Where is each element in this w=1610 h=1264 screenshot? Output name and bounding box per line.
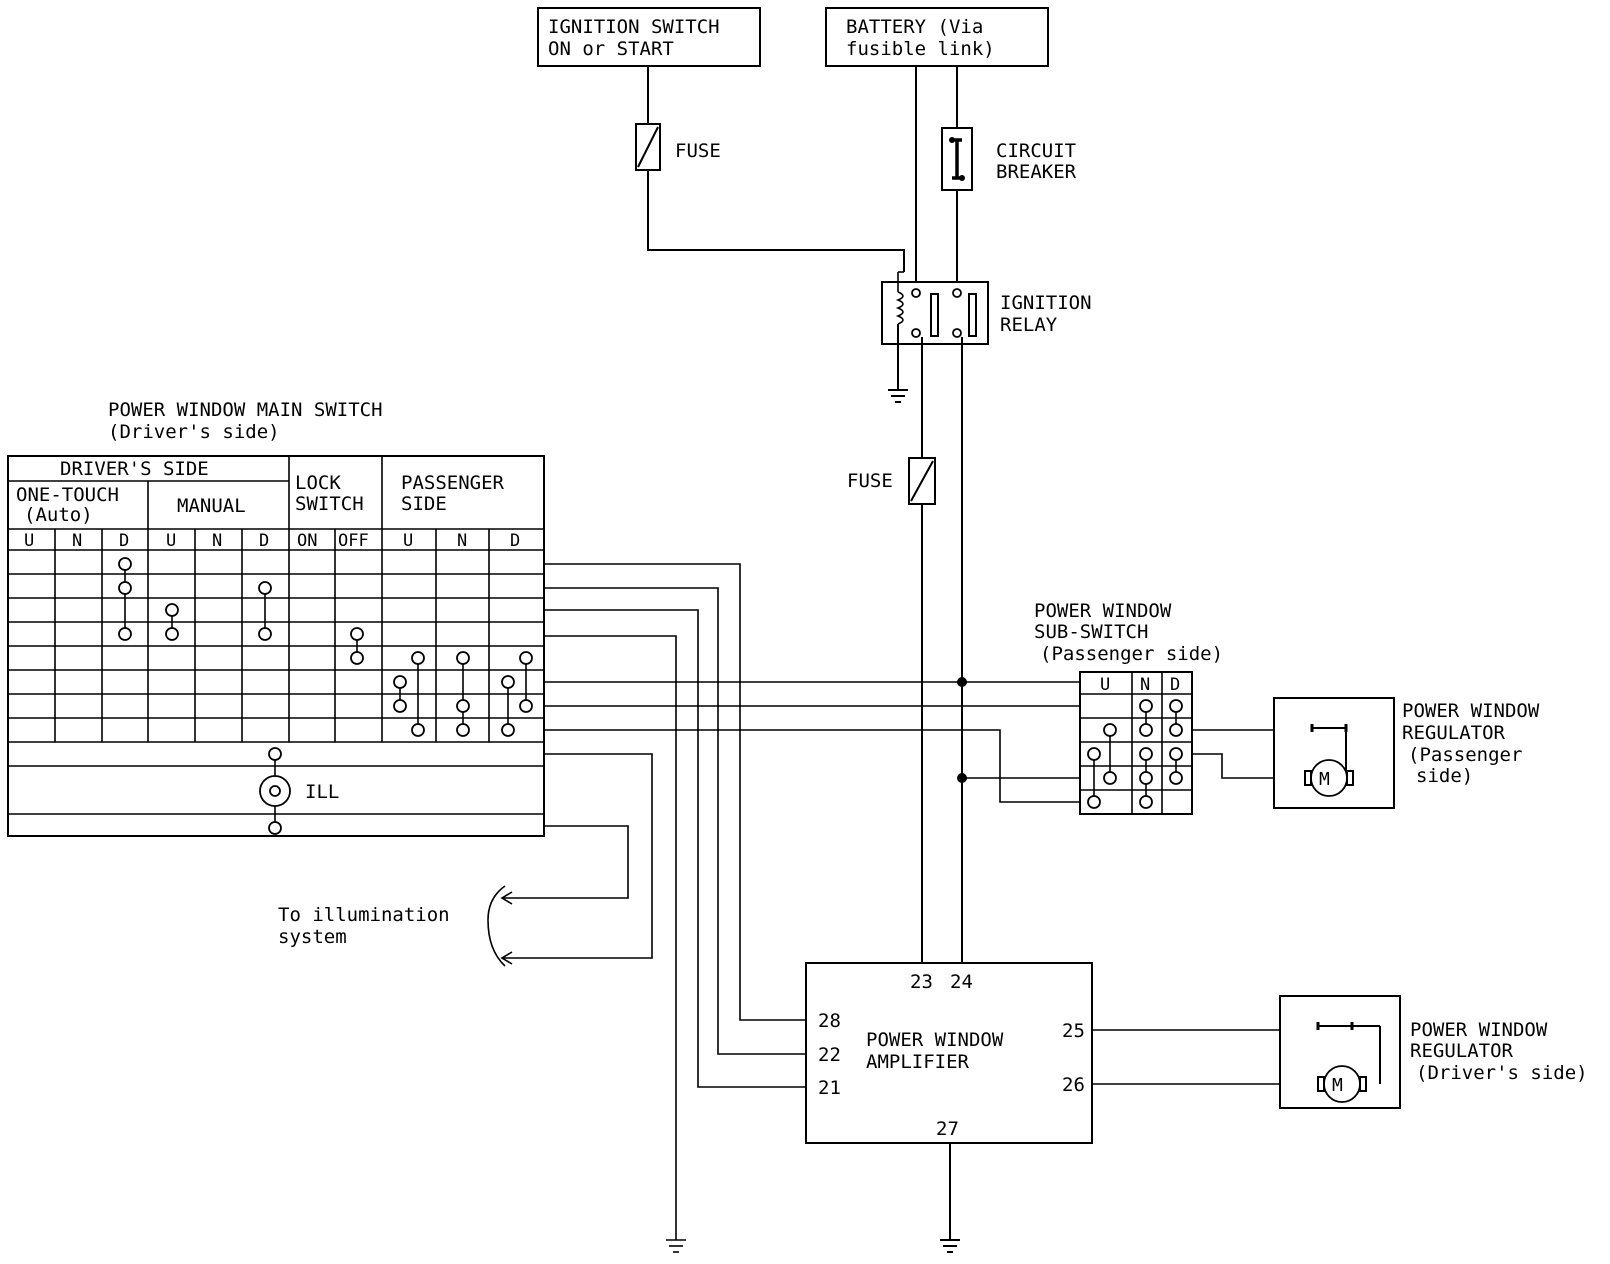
position-label: N: [212, 531, 222, 551]
circuit-breaker-label-line1: CIRCUIT: [996, 140, 1076, 162]
relay-ground: [888, 324, 908, 403]
regulator-passenger: M POWER WINDOW REGULATOR (Passenger side…: [1273, 697, 1540, 809]
ill-label: ILL: [305, 781, 339, 803]
terminal-28: 28: [818, 1010, 841, 1032]
passenger-side-header-line2: SIDE: [401, 493, 447, 515]
position-label: N: [72, 531, 82, 551]
sub-switch-title-line1: POWER WINDOW: [1034, 600, 1172, 622]
main-switch-to-amplifier-wires: [544, 563, 806, 1253]
sub-switch-title-line2: SUB-SWITCH: [1034, 621, 1148, 643]
position-label: D: [510, 531, 520, 551]
regulator-driver-label-line1: POWER WINDOW: [1410, 1019, 1548, 1041]
main-switch-title: POWER WINDOW MAIN SWITCH (Driver's side): [108, 399, 383, 443]
main-switch-title-line1: POWER WINDOW MAIN SWITCH: [108, 399, 383, 421]
position-label: U: [403, 531, 413, 551]
illumination-label-line2: system: [278, 926, 347, 948]
one-touch-header-line2: (Auto): [24, 504, 93, 526]
drivers-side-header: DRIVER'S SIDE: [60, 458, 209, 480]
sub-position-label: U: [1100, 675, 1110, 695]
main-switch: DRIVER'S SIDE ONE-TOUCH (Auto) MANUAL LO…: [7, 455, 545, 837]
regulator-driver: M POWER WINDOW REGULATOR (Driver's side): [1279, 995, 1588, 1109]
regulator-passenger-label-line1: POWER WINDOW: [1402, 700, 1540, 722]
ignition-switch-source: IGNITION SWITCH ON or START: [537, 7, 761, 67]
ignition-relay-label-line1: IGNITION: [1000, 292, 1092, 314]
position-label: D: [259, 531, 269, 551]
terminal-26: 26: [1062, 1074, 1085, 1096]
fuse-2: FUSE: [847, 457, 936, 505]
battery-source: BATTERY (Via fusible link): [825, 7, 1049, 67]
sub-switch-title-line3: (Passenger side): [1040, 643, 1223, 665]
ignition-relay-label-line2: RELAY: [1000, 314, 1058, 336]
amplifier-label-line1: POWER WINDOW: [866, 1029, 1004, 1051]
terminal-23: 23: [910, 971, 933, 993]
fuse-2-label: FUSE: [847, 470, 893, 492]
regulator-passenger-label-line2: REGULATOR: [1402, 722, 1506, 744]
lock-switch-header-line2: SWITCH: [295, 493, 364, 515]
amplifier-ground: [940, 1143, 960, 1253]
fuse-1: FUSE: [635, 123, 721, 171]
circuit-breaker: CIRCUIT BREAKER: [941, 127, 1077, 191]
main-switch-title-line2: (Driver's side): [108, 421, 280, 443]
terminal-24: 24: [950, 971, 973, 993]
position-label: D: [119, 531, 129, 551]
regulator-driver-label-line3: (Driver's side): [1416, 1062, 1588, 1084]
illumination-label-line1: To illumination: [278, 904, 450, 926]
sub-position-label: N: [1140, 675, 1150, 695]
sub-switch-title: POWER WINDOW SUB-SWITCH (Passenger side): [1034, 600, 1223, 665]
battery-label-line1: BATTERY (Via: [846, 16, 983, 38]
terminal-25: 25: [1062, 1020, 1085, 1042]
sub-switch: U N D: [1079, 671, 1193, 815]
circuit-breaker-label-line2: BREAKER: [996, 161, 1077, 183]
terminal-27: 27: [936, 1118, 959, 1140]
passenger-side-header-line1: PASSENGER: [401, 472, 505, 494]
regulator-passenger-label-line4: side): [1416, 765, 1473, 787]
regulator-passenger-label-line3: (Passenger: [1408, 744, 1522, 766]
ignition-circuit-wire: [647, 66, 905, 272]
illumination-wires: To illumination system: [278, 753, 653, 967]
ignition-relay: IGNITION RELAY: [881, 271, 1092, 345]
lock-switch-header-line1: LOCK: [295, 472, 341, 494]
amplifier-label-line2: AMPLIFIER: [866, 1051, 970, 1073]
relay-output-wires: [921, 337, 963, 963]
switch-contacts: [118, 557, 533, 737]
manual-header: MANUAL: [177, 495, 246, 517]
battery-label-line2: fusible link): [846, 38, 995, 60]
illumination-lamp: ILL: [259, 747, 339, 835]
regulator-driver-label-line2: REGULATOR: [1410, 1040, 1514, 1062]
position-label: OFF: [338, 531, 369, 551]
ignition-switch-label-line1: IGNITION SWITCH: [548, 16, 720, 38]
position-label: N: [457, 531, 467, 551]
position-label: ON: [297, 531, 317, 551]
terminal-21: 21: [818, 1077, 841, 1099]
position-label: U: [166, 531, 176, 551]
motor-symbol-driver: M: [1332, 1075, 1343, 1096]
fuse-1-label: FUSE: [675, 140, 721, 162]
one-touch-header-line1: ONE-TOUCH: [16, 484, 119, 506]
main-switch-to-subswitch-wires: [544, 677, 1080, 803]
ignition-switch-label-line2: ON or START: [548, 38, 674, 60]
sub-position-label: D: [1170, 675, 1180, 695]
power-window-amplifier: 23 24 28 22 21 25 26 27 POWER WINDOW AMP…: [805, 962, 1093, 1144]
motor-symbol-passenger: M: [1319, 769, 1330, 790]
position-label: U: [24, 531, 34, 551]
terminal-22: 22: [818, 1044, 841, 1066]
